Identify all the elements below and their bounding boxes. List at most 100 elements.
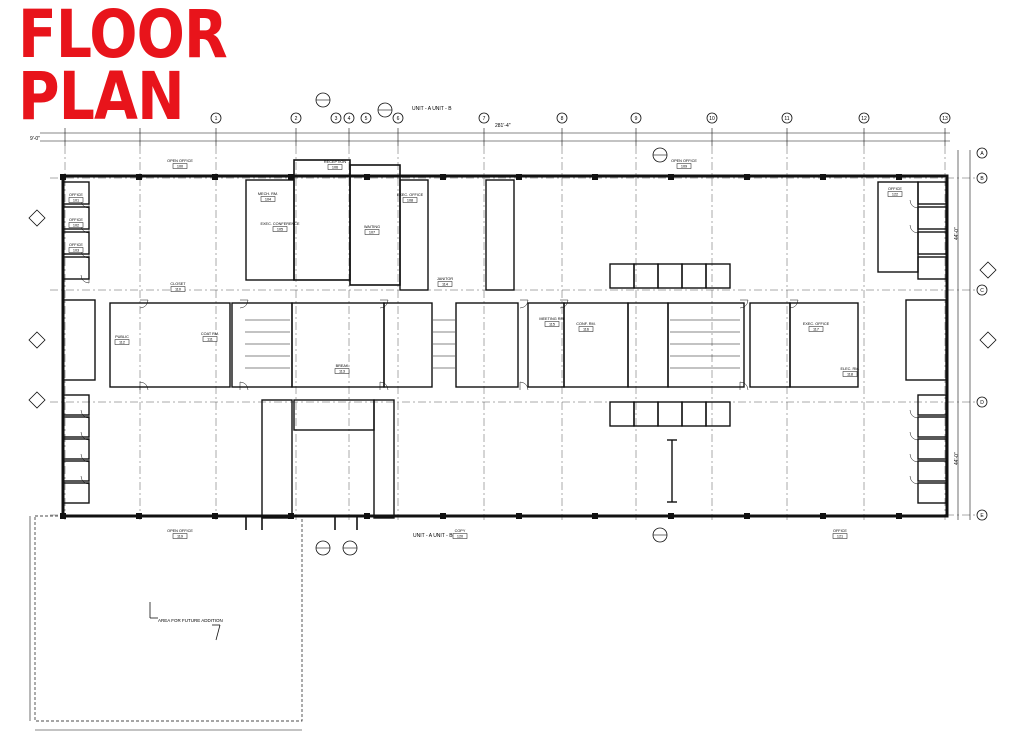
room-tag: COPY 120	[452, 529, 468, 539]
room-tag: COAT RM. 111	[201, 332, 219, 342]
svg-text:12: 12	[861, 116, 867, 122]
room-tag: ELEC. RM. 118	[841, 367, 860, 377]
title-line-1: FLOOR	[18, 0, 228, 73]
svg-text:OPEN OFFICE: OPEN OFFICE	[671, 159, 697, 163]
svg-text:122: 122	[892, 193, 898, 197]
room-tag: EXEC. OFFICE 117	[803, 322, 830, 332]
svg-text:COPY: COPY	[455, 529, 466, 533]
svg-text:116: 116	[583, 328, 589, 332]
grid-bubble: C	[976, 284, 988, 296]
svg-text:10: 10	[709, 116, 715, 122]
grid-bubble: 5	[360, 112, 372, 124]
svg-text:OFFICE: OFFICE	[69, 218, 83, 222]
svg-text:OPEN OFFICE: OPEN OFFICE	[167, 159, 193, 163]
room-tag: JANITOR 114	[437, 277, 453, 287]
svg-text:MEETING RM.: MEETING RM.	[539, 317, 564, 321]
grid-lines	[40, 128, 975, 520]
svg-text:JANITOR: JANITOR	[437, 277, 453, 281]
room-tag: OFFICE 101	[68, 193, 83, 203]
svg-text:7: 7	[483, 116, 486, 122]
grid-bubble: 6	[392, 112, 404, 124]
svg-text:A: A	[980, 151, 984, 157]
grid-bubble: B	[976, 172, 988, 184]
svg-text:4: 4	[348, 116, 351, 122]
svg-text:OPEN OFFICE: OPEN OFFICE	[167, 529, 193, 533]
room-tag: OFFICE 122	[887, 187, 902, 197]
svg-text:111: 111	[207, 338, 213, 342]
room-tag: CONF. RM. 116	[576, 322, 596, 332]
svg-text:EXEC. CONFERENCE: EXEC. CONFERENCE	[260, 222, 299, 226]
grid-bubble: 3	[330, 112, 342, 124]
svg-text:OFFICE: OFFICE	[69, 193, 83, 197]
svg-text:OFFICE: OFFICE	[888, 187, 902, 191]
svg-text:RECEPTION: RECEPTION	[324, 160, 346, 164]
svg-text:107: 107	[369, 231, 375, 235]
svg-text:5: 5	[365, 116, 368, 122]
unit-label-top: UNIT - A UNIT - B	[412, 106, 452, 112]
svg-text:13: 13	[942, 116, 948, 122]
svg-text:3: 3	[335, 116, 338, 122]
svg-text:CONF. RM.: CONF. RM.	[576, 322, 595, 326]
walls	[60, 159, 949, 530]
svg-text:6: 6	[397, 116, 400, 122]
side-dimension-top: 44'-0"	[954, 227, 960, 240]
title-line-2: PLAN	[18, 58, 185, 135]
grid-bubble: D	[976, 396, 988, 408]
grid-bubble: 7	[478, 112, 490, 124]
svg-text:105: 105	[277, 228, 283, 232]
svg-text:CLOSET: CLOSET	[170, 282, 186, 286]
room-tag: WAITING 107	[364, 225, 380, 235]
grid-bubble: 10	[706, 112, 718, 124]
svg-text:EXEC. OFFICE: EXEC. OFFICE	[803, 322, 830, 326]
svg-text:104: 104	[265, 198, 271, 202]
room-tag: OPEN OFFICE 100	[167, 159, 193, 169]
svg-text:ELEC. RM.: ELEC. RM.	[841, 367, 860, 371]
svg-text:D: D	[980, 400, 984, 406]
svg-text:118: 118	[847, 373, 853, 377]
svg-text:2: 2	[295, 116, 298, 122]
room-tag: CLOSET 110	[170, 282, 186, 292]
svg-text:OFFICE: OFFICE	[833, 529, 847, 533]
svg-text:109: 109	[681, 165, 687, 169]
room-tag: EXEC. OFFICE 108	[397, 193, 424, 203]
svg-text:C: C	[980, 288, 984, 294]
svg-text:101: 101	[73, 199, 79, 203]
svg-text:102: 102	[73, 224, 79, 228]
room-tag: RECEPTION 106	[324, 160, 346, 170]
svg-text:108: 108	[407, 199, 413, 203]
room-tag: EXEC. CONFERENCE 105	[260, 222, 300, 232]
svg-text:COAT RM.: COAT RM.	[201, 332, 219, 336]
side-dimension-bottom: 44'-0"	[954, 452, 960, 465]
grid-bubble: 13	[939, 112, 951, 124]
svg-text:121: 121	[837, 535, 843, 539]
room-tag: OFFICE 121	[832, 529, 847, 539]
future-addition-label: AREA FOR FUTURE ADDITION	[158, 618, 223, 623]
svg-text:114: 114	[442, 283, 448, 287]
svg-text:100: 100	[177, 165, 183, 169]
room-tags: OPEN OFFICE100OFFICE101OFFICE102OFFICE10…	[68, 159, 902, 539]
grid-bubble: 1	[210, 112, 222, 124]
grid-bubble: E	[976, 509, 988, 521]
svg-text:110: 110	[175, 288, 181, 292]
svg-text:WAITING: WAITING	[364, 225, 380, 229]
svg-text:PUBLIC: PUBLIC	[115, 335, 129, 339]
grid-bubble: 8	[556, 112, 568, 124]
svg-text:E: E	[980, 513, 984, 519]
room-tag: OFFICE 102	[68, 218, 83, 228]
svg-text:11: 11	[784, 116, 789, 122]
grid-bubble: 2	[290, 112, 302, 124]
future-addition-area	[29, 515, 303, 731]
room-tag: MECH. RM.104	[258, 192, 278, 202]
svg-text:8: 8	[561, 116, 564, 122]
grid-bubble: 9	[630, 112, 642, 124]
svg-text:1: 1	[215, 116, 218, 122]
svg-text:117: 117	[813, 328, 819, 332]
svg-text:106: 106	[332, 166, 338, 170]
svg-text:113: 113	[339, 370, 345, 374]
grid-bubble: 11	[781, 112, 793, 124]
room-tag: OPEN OFFICE 109	[671, 159, 697, 169]
svg-text:EXEC. OFFICE: EXEC. OFFICE	[397, 193, 424, 197]
svg-text:120: 120	[457, 535, 463, 539]
